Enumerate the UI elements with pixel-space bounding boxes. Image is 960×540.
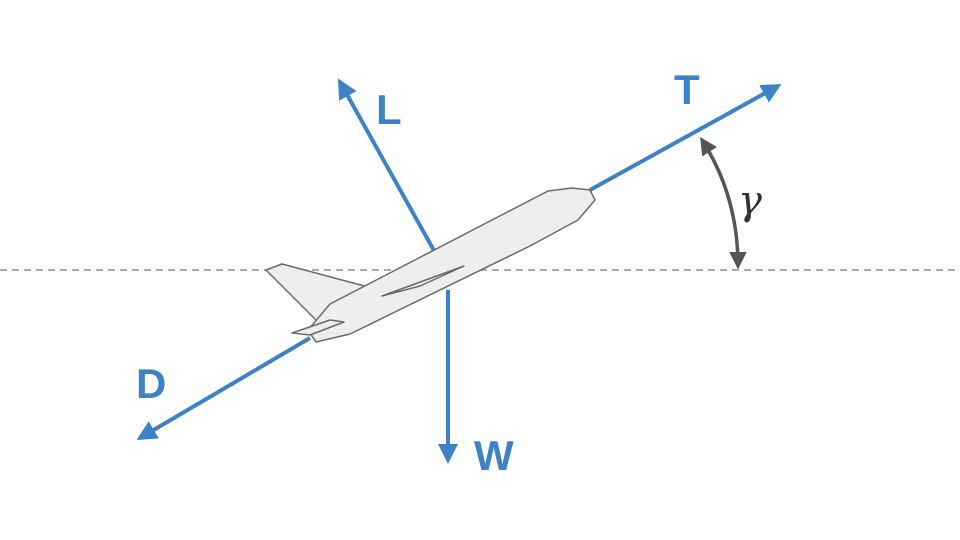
angle-arc [700, 137, 747, 270]
drag-vector [136, 336, 312, 441]
aircraft-icon [265, 187, 596, 343]
thrust-vector [589, 84, 782, 192]
fuselage [307, 187, 596, 343]
wing [381, 265, 465, 297]
weight-label: W [474, 432, 514, 479]
drag-label: D [136, 360, 166, 407]
tailplane [291, 319, 345, 336]
thrust-label: T [674, 66, 700, 113]
lift-label: L [376, 86, 402, 133]
lift-vector [338, 78, 439, 257]
angle-label: γ [738, 178, 762, 224]
